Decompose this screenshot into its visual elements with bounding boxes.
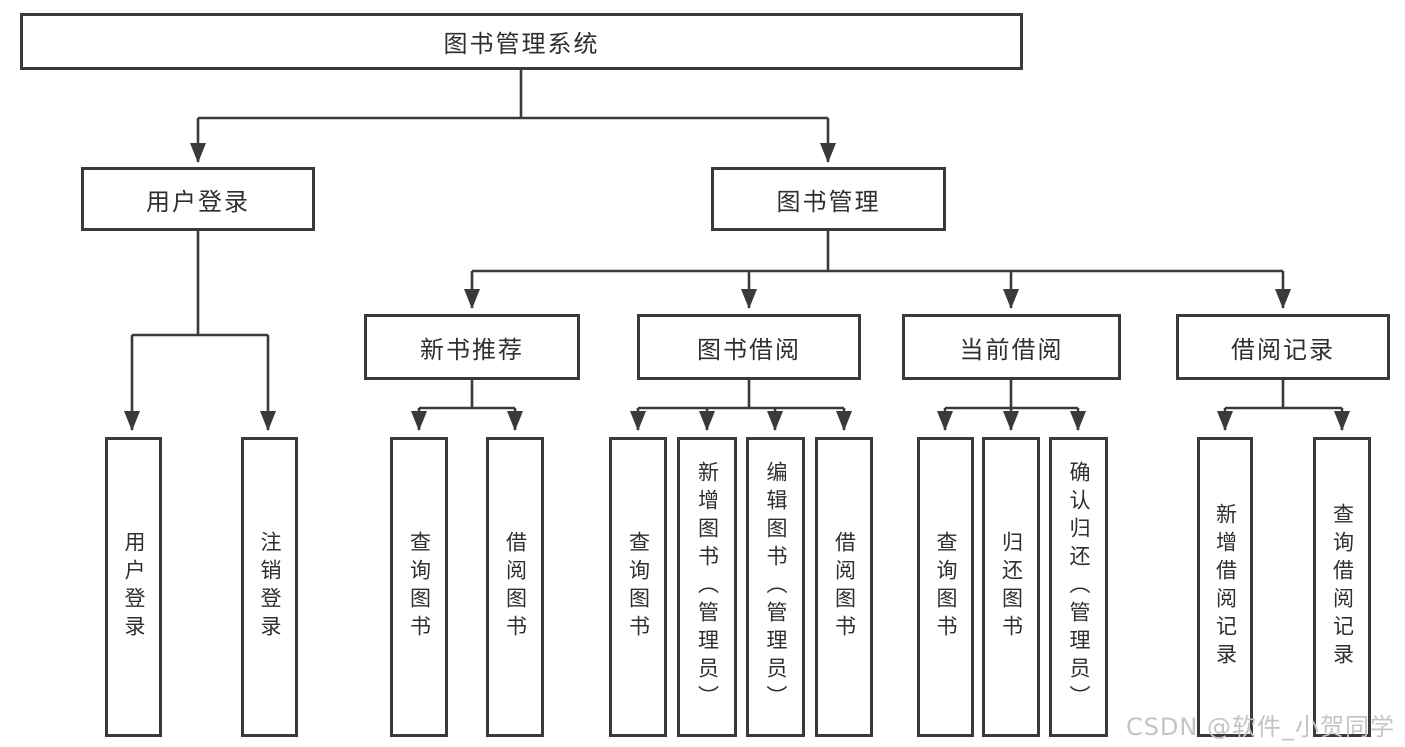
leaf-logout: 注销登录 [241,437,298,737]
node-book-management: 图书管理 [711,167,946,231]
leaf-recommend-borrow-book-label: 借阅图书 [503,531,528,643]
leaf-current-query-book-label: 查询图书 [934,531,958,643]
leaf-current-query-book: 查询图书 [917,437,974,737]
leaf-borrow-query-book-label: 查询图书 [626,531,651,643]
leaf-recommend-borrow-book: 借阅图书 [486,437,544,737]
leaf-logout-label: 注销登录 [258,531,282,643]
leaf-add-borrow-record-label: 新增借阅记录 [1213,503,1238,671]
leaf-add-borrow-record: 新增借阅记录 [1197,437,1253,737]
csdn-watermark: CSDN @软件_小贺同学 [1125,713,1395,741]
leaf-query-borrow-record: 查询借阅记录 [1313,437,1371,737]
leaf-query-borrow-record-label: 查询借阅记录 [1330,503,1355,671]
node-borrow-record-label: 借阅记录 [1231,335,1335,364]
node-user-login-label: 用户登录 [146,187,250,216]
node-current-borrow-label: 当前借阅 [959,335,1064,364]
leaf-confirm-return-admin: 确认归还（管理员） [1049,437,1108,737]
node-root-label: 图书管理系统 [443,30,600,58]
leaf-edit-book-admin-label: 编辑图书（管理员） [764,461,788,713]
leaf-return-book: 归还图书 [982,437,1040,737]
leaf-recommend-query-book: 查询图书 [390,437,448,737]
leaf-borrow-book-label: 借阅图书 [832,531,857,643]
node-current-borrow: 当前借阅 [902,314,1121,380]
node-user-login: 用户登录 [81,167,315,231]
leaf-borrow-book: 借阅图书 [815,437,873,737]
leaf-confirm-return-admin-label: 确认归还（管理员） [1067,461,1091,713]
leaf-recommend-query-book-label: 查询图书 [407,531,432,643]
node-book-borrow-label: 图书借阅 [697,335,801,364]
node-book-borrow: 图书借阅 [637,314,861,380]
leaf-borrow-query-book: 查询图书 [609,437,667,737]
node-borrow-record: 借阅记录 [1176,314,1390,380]
node-book-management-label: 图书管理 [776,187,881,216]
leaf-return-book-label: 归还图书 [999,531,1024,643]
leaf-edit-book-admin: 编辑图书（管理员） [746,437,805,737]
leaf-user-login: 用户登录 [105,437,162,737]
leaf-user-login-label: 用户登录 [122,531,146,643]
leaf-add-book-admin-label: 新增图书（管理员） [695,461,720,713]
node-new-book-recommend: 新书推荐 [364,314,580,380]
node-new-book-recommend-label: 新书推荐 [420,335,524,364]
connector-paths [124,69,1350,431]
node-root: 图书管理系统 [20,13,1023,70]
leaf-add-book-admin: 新增图书（管理员） [677,437,737,737]
